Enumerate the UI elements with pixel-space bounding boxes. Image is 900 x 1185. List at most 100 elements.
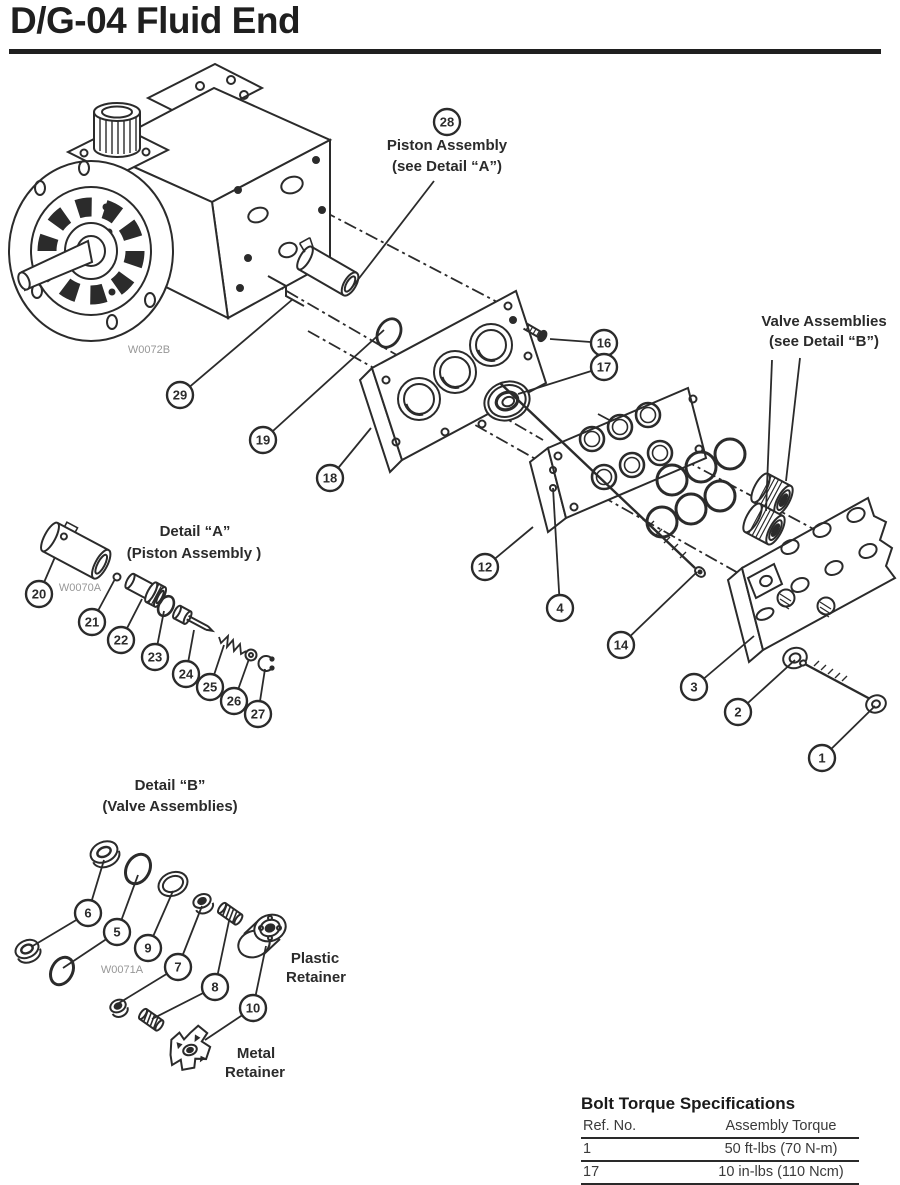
plastic-retainer-label-line1: Plastic [291,950,339,967]
spring-8 [216,901,244,926]
detail-a-drawing [40,521,275,672]
svg-text:20: 20 [32,587,46,602]
svg-text:25: 25 [203,680,217,695]
seal-bores [397,323,513,421]
svg-text:28: 28 [440,115,454,130]
detail-a-heading-line2: (Piston Assembly ) [127,545,261,562]
small-bolt-16 [523,322,548,343]
svg-text:16: 16 [597,336,611,351]
callout-25: 25 [195,644,225,702]
drawing-code-detail-b: W0071A [101,964,144,976]
table-row: 17 10 in-lbs (110 Ncm) [581,1161,859,1185]
svg-text:2: 2 [734,705,741,720]
callout-12: 12 [470,526,534,582]
valve-seat-left [14,938,42,964]
poppet-7 [192,893,215,915]
callout-17: 17 [517,352,619,395]
callout-7: 7 [118,905,203,1004]
piston-22 [124,572,168,608]
svg-text:1: 1 [818,751,825,766]
valve-assemblies-label-line1: Valve Assemblies [761,313,886,330]
svg-text:27: 27 [251,707,265,722]
svg-text:24: 24 [179,667,194,682]
callout-26: 26 [219,658,250,716]
page-title: D/G-04 Fluid End [10,0,301,41]
spring-25 [218,633,247,656]
callout-19: 19 [248,329,385,455]
callout-layer: 1234567891012141617181920212223242526272… [24,107,876,1041]
torque-col-ref: Ref. No. [581,1117,701,1139]
valve-plate-drawing [726,496,897,714]
piston-sleeve-20 [40,521,112,580]
valve-assemblies-label-line2: (see Detail “B”) [769,333,879,350]
pump-body-drawing [8,62,403,349]
metal-retainer-label-line2: Retainer [225,1064,285,1081]
gasket-chain-rows [578,401,674,491]
callout-21: 21 [77,578,116,637]
detail-b-drawing [14,840,287,1071]
callout-16: 16 [549,328,619,358]
svg-text:21: 21 [85,615,99,630]
callout-10: 10 [204,945,268,1041]
plate-holes [780,506,878,594]
valve-stem-24 [172,604,216,633]
valve-cartridge-2 [742,502,786,546]
callout-27: 27 [243,668,273,729]
o-ring-5 [124,852,152,886]
torque-row1-ref: 1 [581,1138,701,1162]
svg-text:19: 19 [256,433,270,448]
ball-21 [112,572,122,582]
washer-2 [782,646,808,670]
callout-24: 24 [171,629,201,689]
svg-text:12: 12 [478,560,492,575]
callout-8: 8 [151,920,230,1020]
pump-flange [8,160,174,342]
metal-retainer-label-line1: Metal [237,1045,275,1062]
piston-assembly-label-line1: Piston Assembly [387,137,508,154]
callout-2: 2 [723,659,796,727]
callout-29: 29 [165,298,294,410]
callout-22: 22 [106,598,143,655]
svg-text:7: 7 [174,960,181,975]
plastic-retainer-label-line2: Retainer [286,969,346,986]
detail-b-heading-line2: (Valve Assemblies) [102,798,237,815]
detail-b-heading-line1: Detail “B” [135,777,206,794]
callout-1: 1 [807,705,876,773]
o-ring-bottom [48,955,76,987]
svg-text:8: 8 [211,980,218,995]
piston-part [296,236,360,297]
svg-text:17: 17 [597,360,611,375]
drawing-code-detail-a: W0070A [59,582,102,594]
torque-row2-value: 10 in-lbs (110 Ncm) [701,1161,859,1185]
o-ring-23 [156,594,176,618]
svg-text:22: 22 [114,633,128,648]
label-leaders [349,180,801,512]
callout-20: 20 [24,556,56,609]
drawing-code-main: W0072B [128,344,170,356]
svg-text:14: 14 [614,638,629,653]
bolt-torque-table: Bolt Torque Specifications Ref. No. Asse… [581,1094,859,1185]
svg-text:29: 29 [173,388,187,403]
svg-text:9: 9 [144,941,151,956]
title-rule [9,49,881,54]
torque-col-torque: Assembly Torque [701,1117,859,1139]
diagram-labels: Piston Assembly (see Detail “A”) Valve A… [59,137,887,1081]
table-row: 1 50 ft-lbs (70 N-m) [581,1138,859,1162]
spring-bottom [137,1007,165,1032]
detail-a-heading-line1: Detail “A” [160,523,231,540]
threaded-holes [776,588,836,618]
svg-text:23: 23 [148,650,162,665]
svg-text:3: 3 [690,680,697,695]
callout-3: 3 [679,635,755,702]
seal-ring-9 [157,870,189,898]
callout-28: 28 [432,107,462,137]
manifold-block-drawing [499,382,794,578]
callout-14: 14 [606,571,698,660]
callout-4: 4 [545,487,575,623]
torque-table-title: Bolt Torque Specifications [581,1094,796,1113]
torque-row1-value: 50 ft-lbs (70 N-m) [701,1138,859,1162]
callout-5: 5 [62,874,139,969]
valve-seat-6 [89,840,121,869]
plastic-retainer-part [237,913,287,959]
